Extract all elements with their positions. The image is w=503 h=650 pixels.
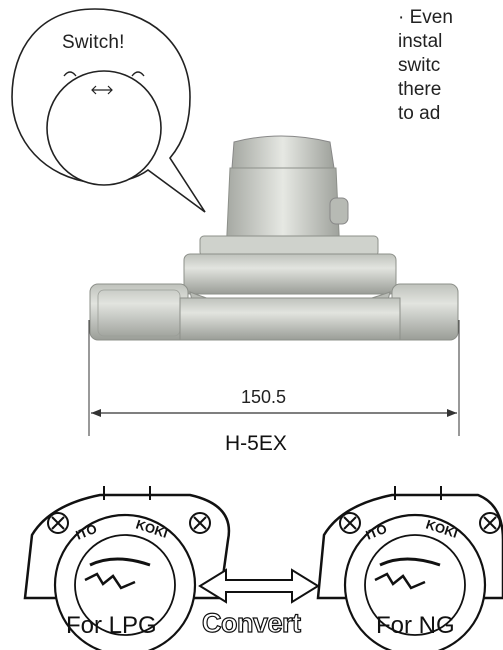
svg-text:ITO: ITO	[74, 521, 99, 543]
callout-text: Switch!	[62, 32, 125, 53]
switch-callout	[11, 8, 206, 213]
dimension-line	[88, 320, 460, 436]
dial-lpg: ITO KOKI	[23, 486, 231, 650]
regulator-h5ex-photo	[89, 135, 459, 341]
description-note: · Even instal switc there to ad	[398, 6, 503, 126]
model-name: H-5EX	[225, 432, 287, 455]
dial-ng: ITO KOKI	[316, 486, 503, 650]
note-line: there	[398, 79, 442, 100]
svg-text:ITO: ITO	[364, 521, 389, 543]
note-line: to ad	[398, 103, 441, 124]
note-line: switc	[398, 55, 441, 76]
note-line: · Even	[398, 7, 453, 28]
convert-label: Convert	[201, 607, 301, 638]
note-line: instal	[398, 31, 443, 52]
for-lpg-label: For LPG	[66, 612, 157, 639]
switch-dial-icon	[46, 70, 162, 186]
dimension-value: 150.5	[241, 387, 287, 407]
for-ng-label: For NG	[376, 612, 455, 639]
switch-arrow-icon	[91, 85, 113, 95]
convert-arrow-icon	[198, 568, 320, 604]
